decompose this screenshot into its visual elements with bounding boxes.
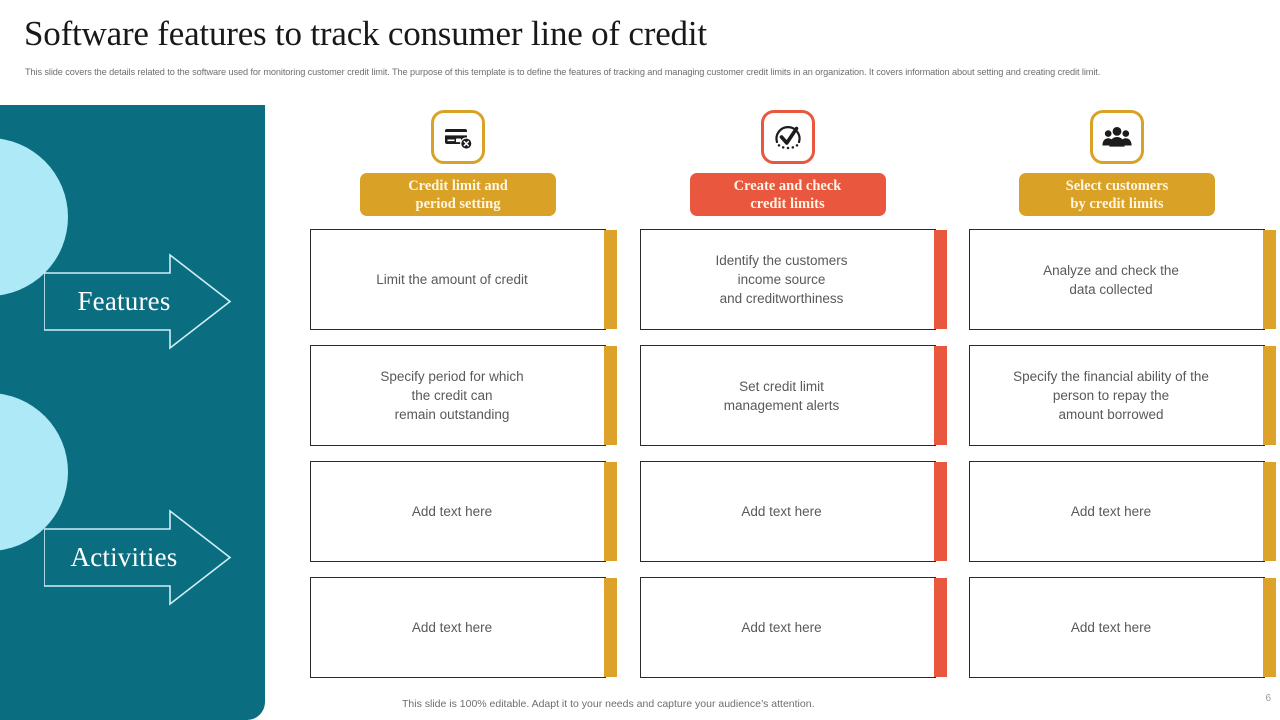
card-accent-bar — [1263, 578, 1276, 677]
features-arrow-label: Features — [77, 286, 171, 316]
card-accent-bar — [604, 230, 617, 329]
content-card[interactable]: Add text here — [639, 577, 947, 678]
arrow-right-icon — [44, 509, 232, 606]
card-accent-bar — [933, 346, 947, 445]
cards-list: Analyze and check the data collected Spe… — [969, 229, 1276, 678]
content-card-text: Specify period for which the credit can … — [380, 369, 524, 422]
content-card[interactable]: Analyze and check the data collected — [969, 229, 1276, 330]
content-card[interactable]: Add text here — [969, 577, 1276, 678]
card-accent-bar — [1263, 462, 1276, 561]
editable-note: This slide is 100% editable. Adapt it to… — [402, 698, 815, 710]
activities-arrow-label: Activities — [70, 542, 178, 572]
card-accent-bar — [933, 230, 947, 329]
cards-list: Limit the amount of credit Specify perio… — [310, 229, 617, 678]
column-header-line1: Credit limit and — [408, 177, 508, 194]
content-card[interactable]: Add text here — [639, 461, 947, 562]
content-card[interactable]: Specify the financial ability of the per… — [969, 345, 1276, 446]
content-card[interactable]: Add text here — [310, 577, 617, 678]
page-number: 6 — [1265, 693, 1271, 704]
content-card[interactable]: Specify period for which the credit can … — [310, 345, 617, 446]
content-card-text: Add text here — [411, 620, 493, 635]
content-card-text: Add text here — [741, 620, 822, 635]
columns-container: Credit limit and period setting Limit th… — [310, 105, 1276, 685]
content-card[interactable]: Set credit limit management alerts — [639, 345, 947, 446]
card-accent-bar — [1263, 230, 1276, 329]
card-accent-bar — [604, 462, 617, 561]
card-accent-bar — [604, 346, 617, 445]
content-card-text: Add text here — [741, 504, 822, 519]
left-side-panel: Features Activities — [0, 105, 265, 720]
column-credit-limit-and-period-setting: Credit limit and period setting Limit th… — [310, 105, 617, 685]
content-card-text: Specify the financial ability of the per… — [1013, 369, 1209, 422]
content-card-text: Add text here — [1070, 504, 1152, 519]
check-gauge-icon-badge[interactable] — [760, 110, 815, 164]
content-card-text: Add text here — [411, 504, 493, 519]
content-card[interactable]: Add text here — [969, 461, 1276, 562]
content-card-text: Add text here — [1070, 620, 1152, 635]
content-card-text: Set credit limit management alerts — [723, 378, 840, 413]
content-card-text: Analyze and check the data collected — [1043, 262, 1179, 297]
content-card[interactable]: Identify the customers income source and… — [639, 229, 947, 330]
card-accent-bar — [604, 578, 617, 677]
column-header-line1: Select customers — [1065, 177, 1169, 194]
activities-arrow[interactable]: Activities — [44, 505, 234, 610]
card-accent-bar — [933, 462, 947, 561]
column-header-line2: credit limits — [750, 195, 825, 212]
column-create-and-check-credit-limits: Create and check credit limits Identify … — [639, 105, 947, 685]
features-arrow[interactable]: Features — [44, 249, 234, 354]
column-header-line2: by credit limits — [1070, 195, 1164, 212]
cards-list: Identify the customers income source and… — [639, 229, 947, 678]
column-header-line1: Create and check — [733, 177, 842, 194]
card-accent-bar — [1263, 346, 1276, 445]
credit-card-blocked-icon — [445, 129, 473, 150]
card-accent-bar — [933, 578, 947, 677]
check-gauge-icon — [774, 126, 801, 150]
people-group-icon — [1102, 127, 1132, 147]
page-subtitle: This slide covers the details related to… — [25, 67, 1101, 77]
content-card[interactable]: Add text here — [310, 461, 617, 562]
content-card-text: Limit the amount of credit — [376, 272, 528, 287]
credit-card-blocked-icon-badge[interactable] — [431, 110, 485, 164]
column-header-pill[interactable]: Credit limit and period setting — [360, 173, 556, 216]
arrow-right-icon — [44, 253, 232, 350]
column-select-customers-by-credit-limits: Select customers by credit limits Analyz… — [969, 105, 1276, 685]
column-header-line2: period setting — [415, 195, 501, 212]
column-header-pill[interactable]: Select customers by credit limits — [1019, 173, 1215, 216]
page-title: Software features to track consumer line… — [24, 14, 707, 53]
column-header-pill[interactable]: Create and check credit limits — [689, 173, 886, 216]
people-group-icon-badge[interactable] — [1090, 110, 1144, 164]
content-card[interactable]: Limit the amount of credit — [310, 229, 617, 330]
content-card-text: Identify the customers income source and… — [715, 253, 848, 306]
